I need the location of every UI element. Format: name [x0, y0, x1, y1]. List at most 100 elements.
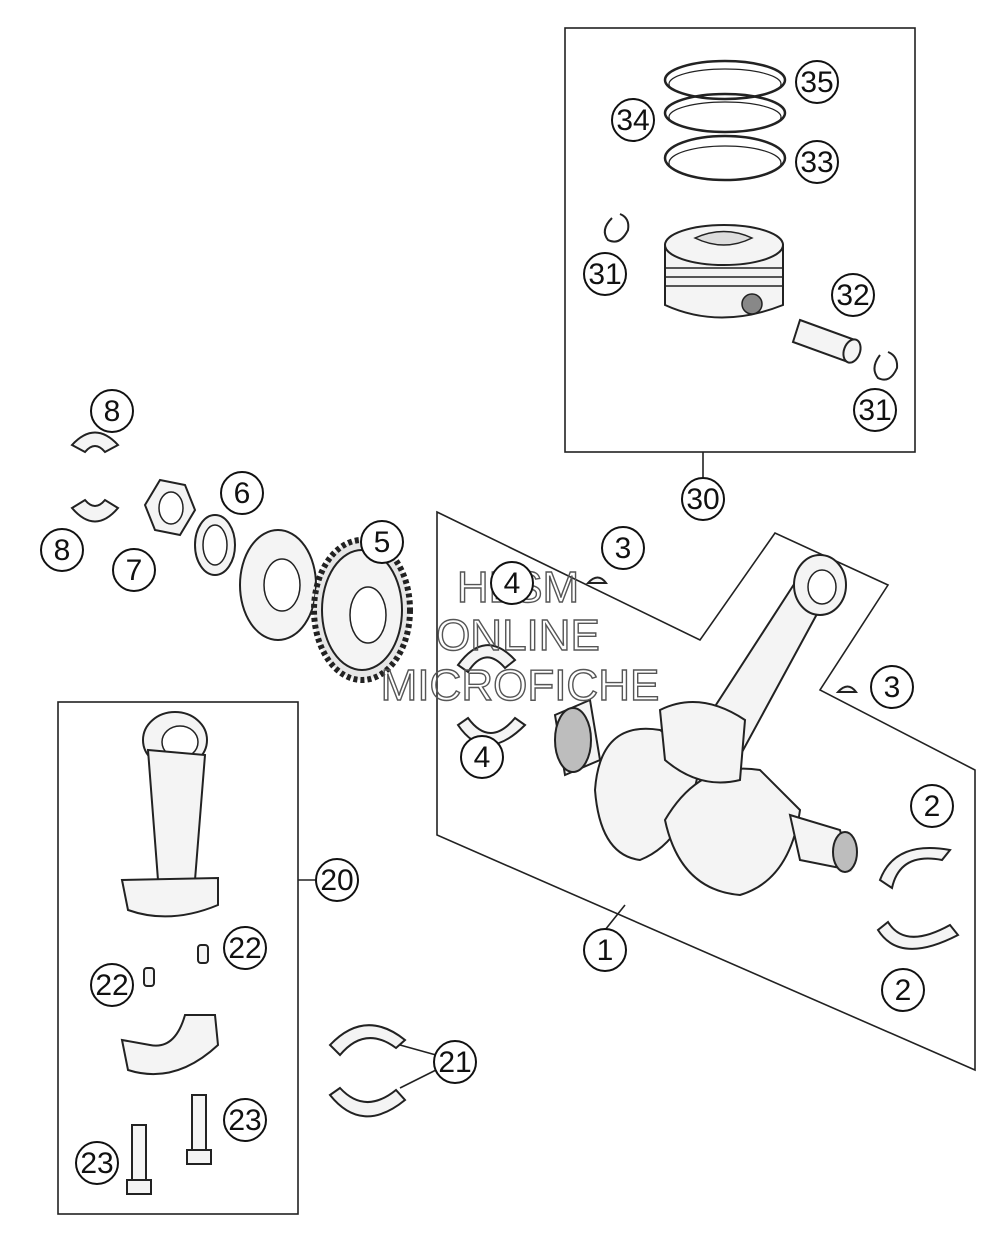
callout-number: 23: [228, 1104, 261, 1137]
washer-bore: [202, 524, 228, 566]
callout-circle: [831, 273, 875, 317]
callout-circle: [223, 1098, 267, 1142]
callout-number: 23: [80, 1147, 113, 1180]
crank-rod-big-end: [658, 701, 747, 784]
callout-number: 31: [858, 394, 891, 427]
callout-number: 34: [616, 104, 649, 137]
callout-circle: [681, 477, 725, 521]
callout-circle: [583, 928, 627, 972]
gear-bore: [349, 586, 387, 644]
callout-number: 2: [895, 974, 912, 1007]
piston-rings: [663, 59, 787, 182]
callout-c30: 30: [681, 477, 725, 521]
piston-ring-oil: [663, 134, 787, 182]
callout-circle: [40, 528, 84, 572]
crank-rod-small-end-bore: [807, 569, 837, 605]
callout-c22a: 22: [223, 926, 267, 970]
callout-circle: [870, 665, 914, 709]
callout-c4b: 4: [460, 735, 504, 779]
callout-circle: [601, 526, 645, 570]
callout-c35: 35: [795, 60, 839, 104]
callout-c31a: 31: [583, 252, 627, 296]
callout-number: 1: [597, 934, 614, 967]
callout-number: 31: [588, 258, 621, 291]
crankshaft-nut: [143, 478, 197, 537]
dowel-pin-left: [143, 967, 155, 987]
woodruff-key-1: [585, 576, 608, 584]
callout-circle: [881, 968, 925, 1012]
callout-c4a: 4: [490, 561, 534, 605]
callout-number: 4: [504, 567, 521, 600]
callout-c20: 20: [315, 858, 359, 902]
callout-number: 6: [234, 477, 251, 510]
piston-kit-box: [564, 27, 916, 453]
conrod-cap: [120, 1014, 220, 1076]
piston-pin-bore: [741, 293, 763, 315]
connecting-rod: [120, 711, 219, 918]
conrod-big-end: [120, 876, 219, 918]
callout-c5: 5: [360, 520, 404, 564]
callout-number: 22: [228, 932, 261, 965]
callout-c3a: 3: [601, 526, 645, 570]
trigger-wheel-hub: [263, 558, 301, 612]
circlip-right: [873, 351, 899, 381]
callout-c6: 6: [220, 471, 264, 515]
callout-circle: [360, 520, 404, 564]
watermark-line-3: MICROFICHE: [381, 661, 660, 710]
callout-number: 21: [438, 1046, 471, 1079]
callout-c8b: 8: [40, 528, 84, 572]
callout-c32: 32: [831, 273, 875, 317]
callout-circle: [583, 252, 627, 296]
woodruff-key-2: [835, 685, 858, 693]
callout-number: 8: [104, 395, 121, 428]
conrod-bolts: [126, 1094, 212, 1195]
callout-circle: [490, 561, 534, 605]
callout-number: 8: [54, 534, 71, 567]
crank-right-stub-end: [832, 831, 858, 873]
callout-number: 33: [800, 146, 833, 179]
callout-c3b: 3: [870, 665, 914, 709]
callout-circle: [910, 784, 954, 828]
bearing-shell-21-upper: [328, 1024, 407, 1057]
callout-circle: [220, 471, 264, 515]
callout-number: 20: [320, 864, 353, 897]
callout-c8a: 8: [90, 389, 134, 433]
callout-c23b: 23: [75, 1141, 119, 1185]
callout-circle: [853, 388, 897, 432]
callout-circle: [795, 60, 839, 104]
bearing-shell-4-upper: [456, 644, 517, 674]
connecting-rod-kit-box: [57, 701, 299, 1215]
callout-number: 2: [924, 790, 941, 823]
callout-c2b: 2: [881, 968, 925, 1012]
bearing-shell-21-lower: [328, 1086, 407, 1118]
conrod-bolt-right-shank: [191, 1094, 207, 1151]
callout-c1: 1: [583, 928, 627, 972]
watermark: HLSM ONLINE MICROFICHE: [380, 562, 660, 710]
callout-number: 7: [126, 554, 143, 587]
callout-c7: 7: [112, 548, 156, 592]
crankshaft-leader: [604, 904, 626, 931]
crank-connecting-rod: [658, 554, 847, 784]
conrod-beam: [146, 748, 207, 881]
conrod-bolt-left-shank: [131, 1124, 147, 1181]
callout-circle: [460, 735, 504, 779]
bearing-shell-2-upper: [878, 847, 952, 890]
callout-number: 3: [884, 671, 901, 704]
piston-pin-end: [842, 338, 862, 364]
bearing-shell-8-upper: [70, 431, 120, 454]
callout-c2a: 2: [910, 784, 954, 828]
crankshaft-assembly-box: [436, 510, 976, 1072]
crank-left-stub-end: [554, 707, 592, 773]
callout-number: 4: [474, 741, 491, 774]
trigger-wheel: [239, 529, 317, 641]
callout-circle: [315, 858, 359, 902]
callout-c21: 21: [433, 1040, 477, 1084]
bearing-shell-2-lower: [876, 920, 960, 950]
piston-ring-oil-inner: [668, 145, 782, 181]
watermark-line-2: ONLINE: [436, 611, 600, 660]
primary-gear: [311, 537, 413, 683]
piston-pin: [791, 318, 862, 364]
callout-circle: [75, 1141, 119, 1185]
